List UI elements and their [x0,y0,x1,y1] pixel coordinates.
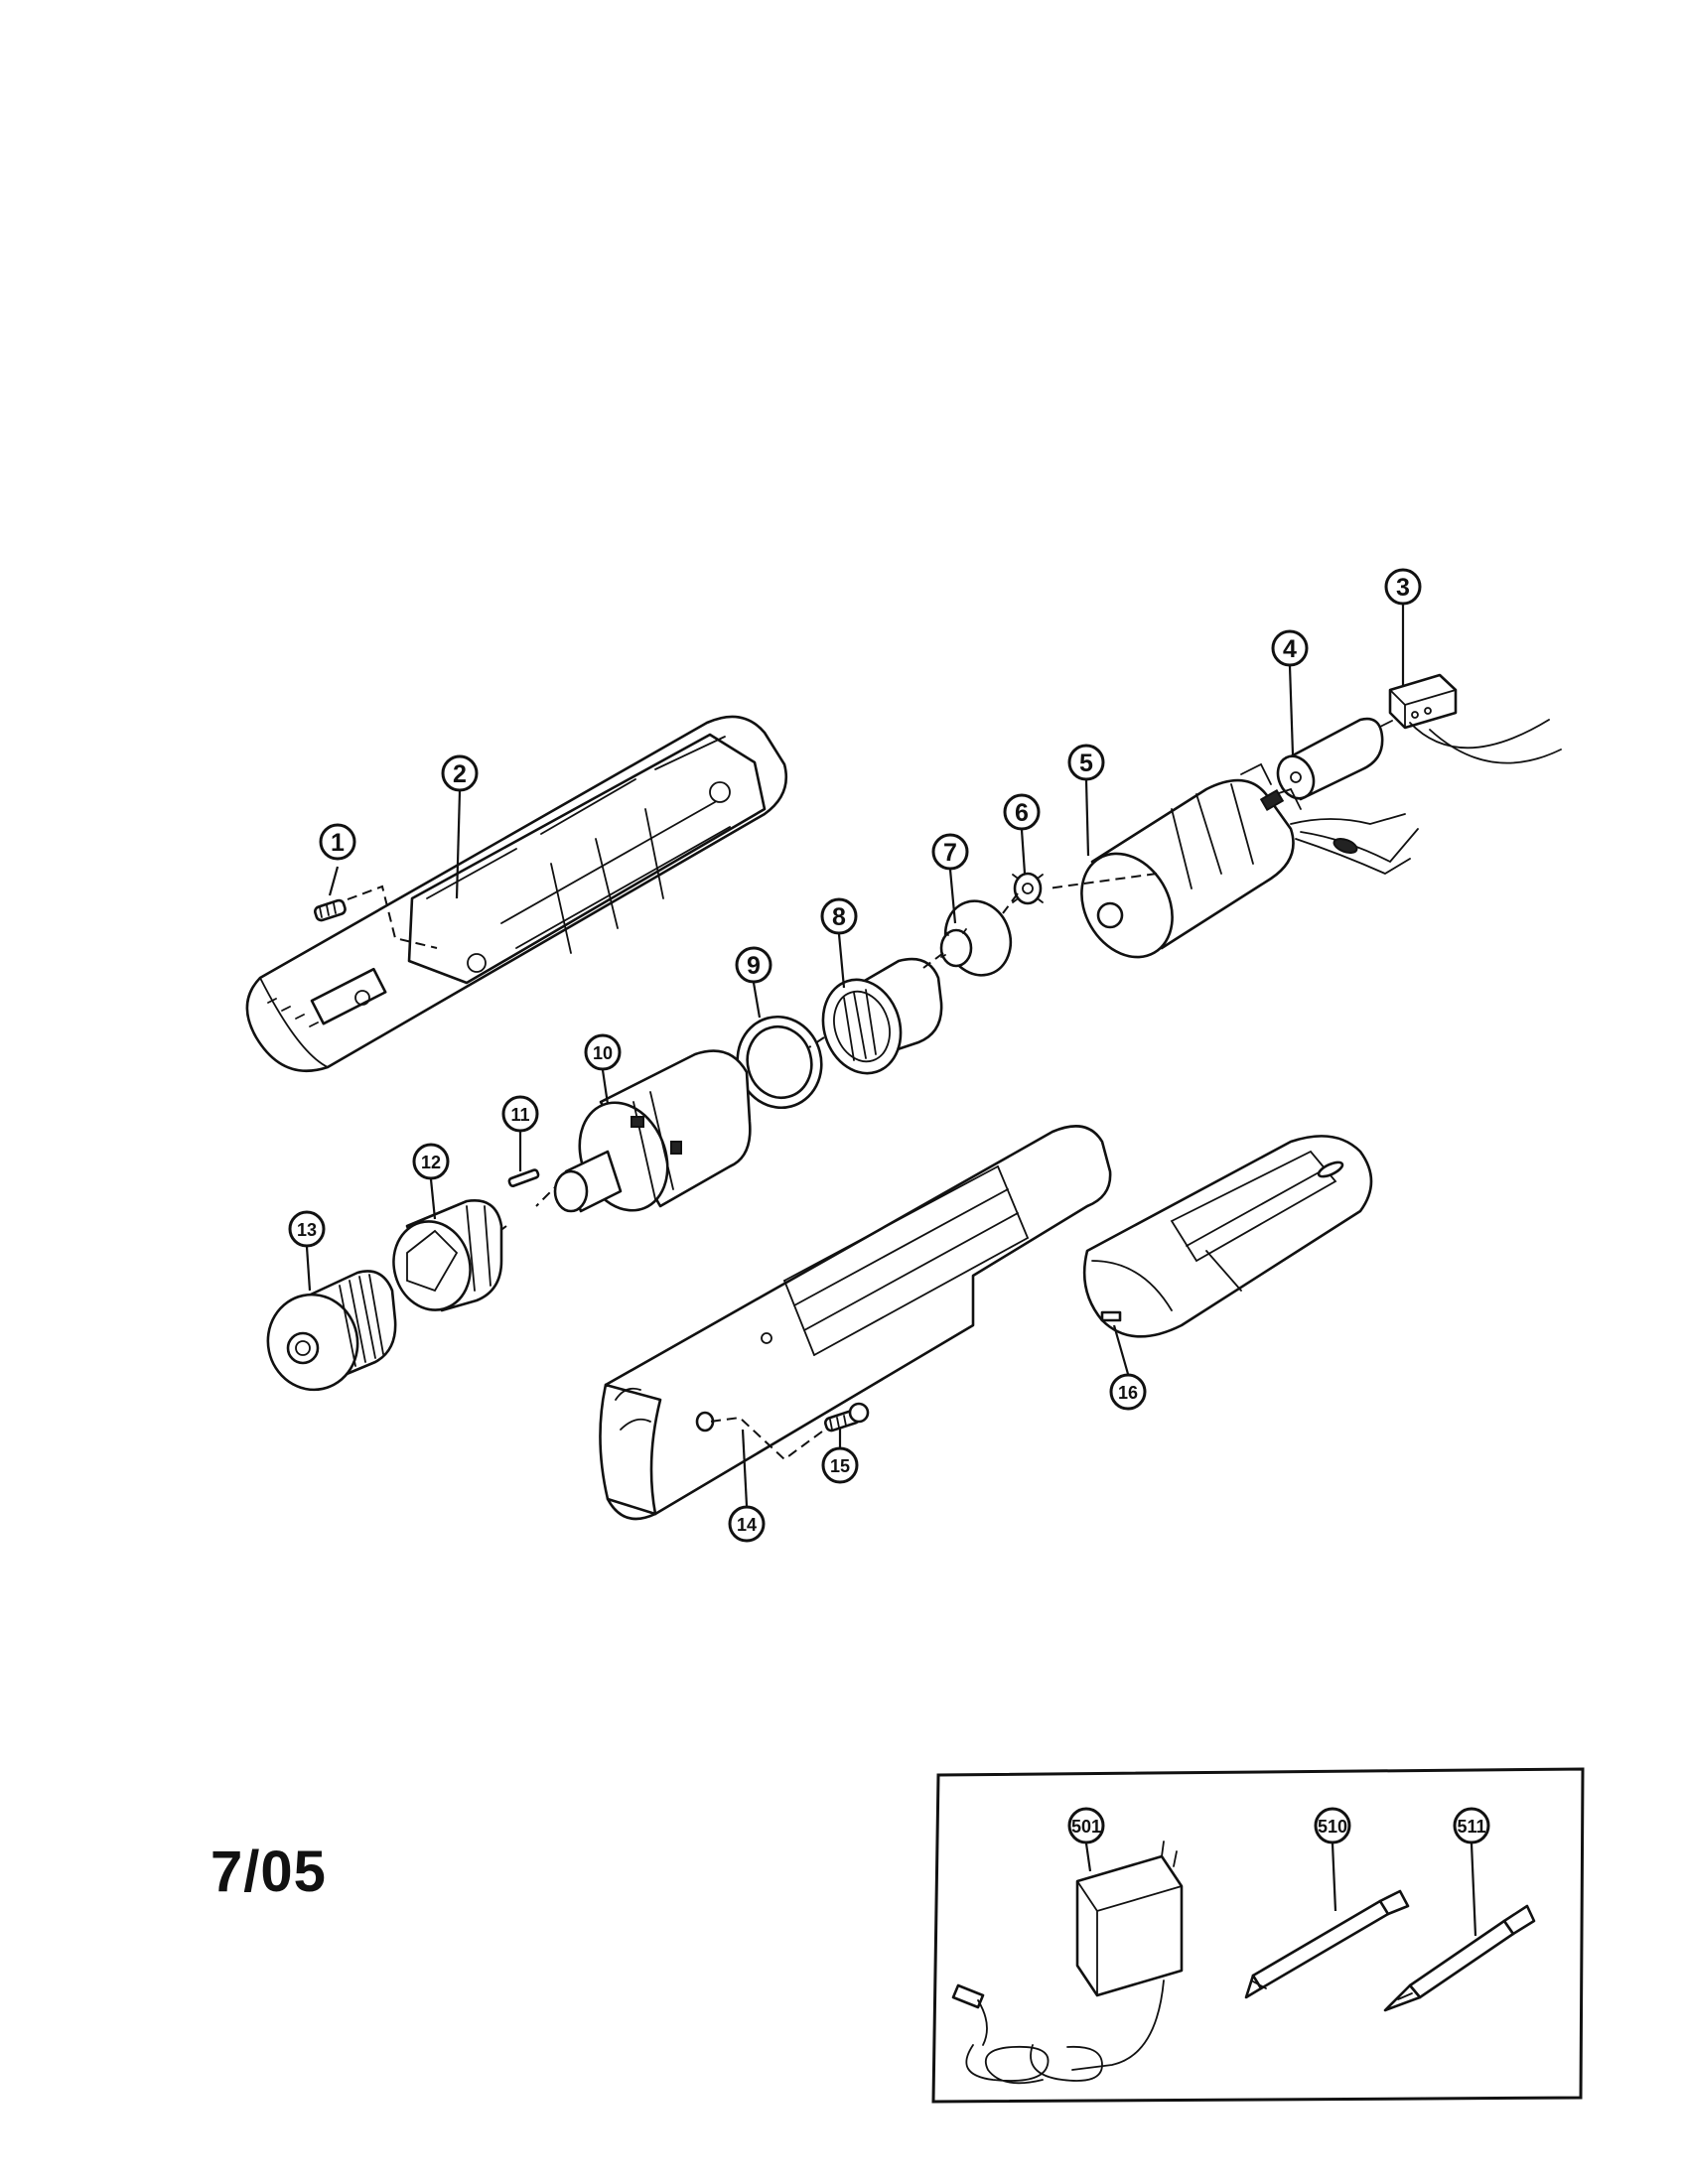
callout-12: 12 [412,1143,450,1220]
axis-line [1047,873,1158,889]
part-4-capacitor [1276,717,1393,801]
callout-5-label: 5 [1079,750,1093,777]
callout-10-label: 10 [593,1043,613,1063]
callout-14-label: 14 [737,1515,757,1535]
axis-line [1002,892,1019,914]
callout-501-label: 501 [1071,1817,1101,1837]
callout-12-label: 12 [421,1153,441,1172]
part-12-sleeve [392,1198,503,1312]
part-13-chuck [266,1270,397,1392]
part-1-screw [314,885,438,949]
axis-line [922,952,944,969]
callout-501: 501 [1067,1807,1105,1872]
part-7-gear-carrier [939,899,1013,977]
part-14-lower-housing [599,1125,1112,1521]
callout-15-label: 15 [830,1456,850,1476]
part-3-connector [1388,673,1562,764]
part-501-charger [951,1841,1184,2085]
part-510-slotted-bit [1244,1889,1410,1999]
callout-511-label: 511 [1457,1817,1485,1837]
part-511-phillips-bit [1383,1904,1536,2012]
callout-2: 2 [441,754,479,899]
callout-510: 510 [1314,1807,1351,1912]
callout-13-label: 13 [297,1220,317,1240]
callout-1: 1 [319,823,356,896]
callout-6-label: 6 [1015,799,1029,827]
callout-8: 8 [820,897,858,989]
callout-15: 15 [821,1428,859,1484]
callout-1-label: 1 [331,829,345,857]
part-5-motor [1080,762,1419,959]
part-2-upper-housing [245,715,788,1072]
callout-11-label: 11 [510,1105,529,1125]
date-code: 7/05 [210,1840,327,1904]
callout-16-label: 16 [1118,1383,1138,1403]
part-15-screw [709,1402,870,1461]
part-6-gear [1012,872,1044,905]
part-8-ring-gear [821,957,943,1075]
part-10-gear-case [553,1049,752,1213]
callout-10: 10 [584,1033,622,1105]
callout-5: 5 [1067,744,1105,857]
callout-16: 16 [1109,1324,1147,1411]
callout-6: 6 [1003,793,1041,875]
callout-3-label: 3 [1396,574,1410,602]
callout-511: 511 [1453,1807,1490,1937]
callout-7-label: 7 [943,839,957,867]
callout-9: 9 [735,946,772,1019]
part-11-pin [507,1168,540,1187]
callout-13: 13 [288,1210,326,1292]
accessories-box: 501 510 511 [931,1767,1585,2104]
callout-11: 11 [501,1095,539,1171]
callout-4-label: 4 [1283,635,1297,663]
callout-2-label: 2 [453,760,467,788]
part-9-ring [736,1015,823,1110]
callout-4: 4 [1271,629,1309,755]
callout-3: 3 [1384,568,1422,685]
part-16-battery-cover [1082,1135,1373,1338]
callout-7: 7 [931,833,969,924]
callout-14: 14 [728,1429,766,1543]
callout-510-label: 510 [1318,1817,1347,1837]
callout-8-label: 8 [832,903,846,931]
axis-line [808,1036,825,1048]
callout-9-label: 9 [747,952,761,980]
